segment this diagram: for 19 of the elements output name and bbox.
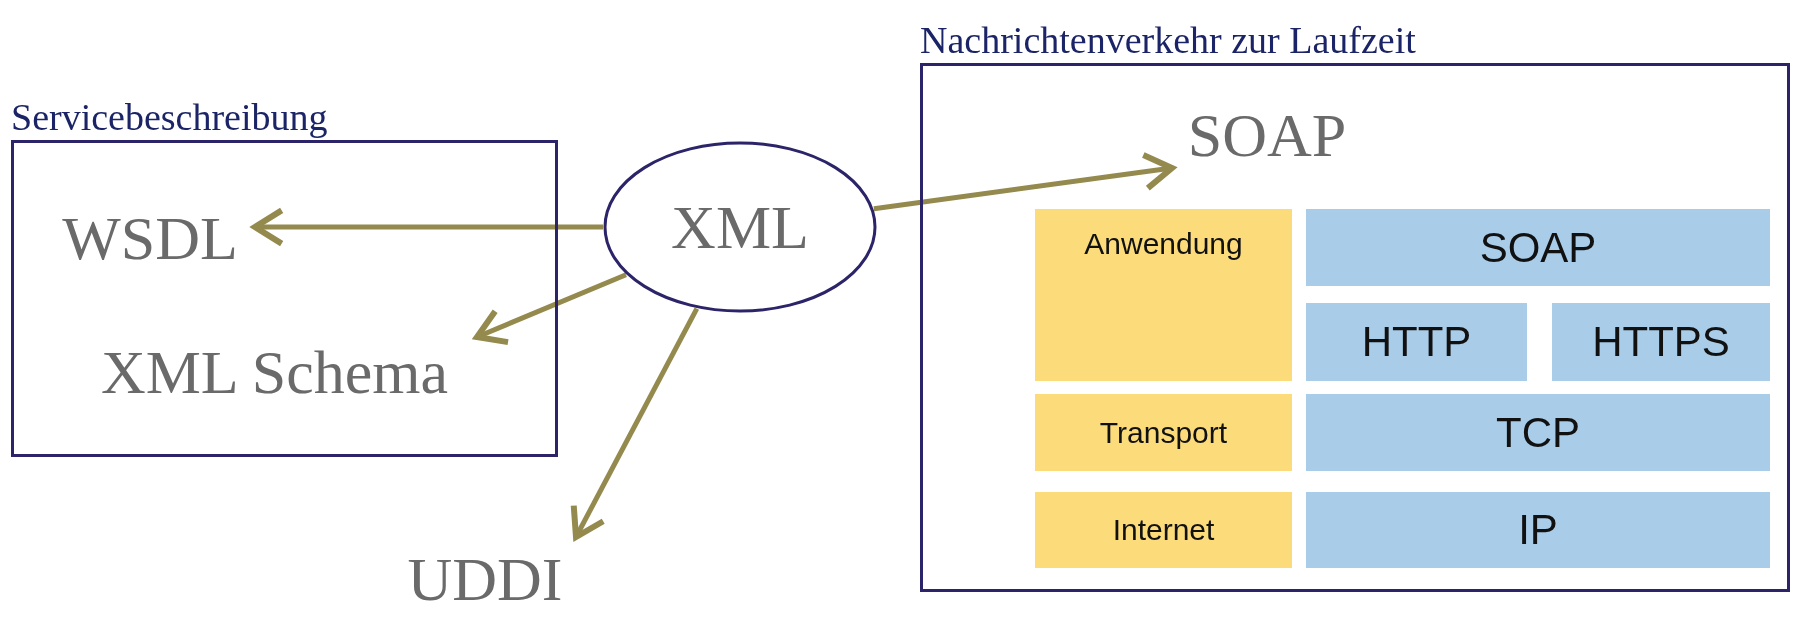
protocol-cell: SOAP: [1306, 209, 1770, 286]
term-label: XML Schema: [72, 337, 477, 407]
arrow: [252, 207, 603, 247]
term-label: WSDL: [45, 205, 255, 271]
protocol-cell: HTTP: [1306, 303, 1527, 381]
term-label: SOAP: [1172, 102, 1362, 168]
layer-cell: Transport: [1035, 394, 1292, 471]
group-heading: Servicebeschreibung: [11, 95, 328, 139]
protocol-cell: HTTPS: [1552, 303, 1770, 381]
arrow: [570, 307, 700, 540]
group-heading: Nachrichtenverkehr zur Laufzeit: [920, 18, 1416, 62]
term-label: XML: [671, 191, 809, 263]
arrow: [873, 152, 1175, 212]
layer-cell: Internet: [1035, 492, 1292, 568]
layer-cell: Anwendung: [1035, 209, 1292, 381]
protocol-cell: TCP: [1306, 394, 1770, 471]
arrow: [474, 272, 627, 346]
term-label: UDDI: [394, 537, 576, 621]
protocol-cell: IP: [1306, 492, 1770, 568]
